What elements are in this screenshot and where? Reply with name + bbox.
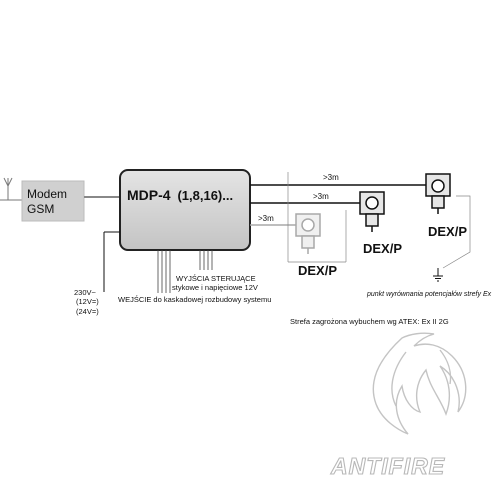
controller-label: MDP-4 (1,8,16)... (127, 187, 233, 203)
zone-label: Strefa zagrożona wybuchem wg ATEX: Ex II… (290, 317, 449, 326)
antenna-icon (3, 177, 13, 200)
output-wires (157, 250, 213, 293)
controller-name: MDP-4 (127, 187, 171, 203)
power-ac: 230V~ (74, 288, 97, 297)
detector-right-label: DEX/P (428, 224, 467, 239)
inputs-label: WEJŚCIE do kaskadowej rozbudowy systemu (118, 295, 271, 304)
power-24v: (24V=) (76, 307, 99, 316)
modem-gsm-box (21, 180, 85, 222)
detector-left-faded (295, 213, 321, 254)
distance-top: >3m (323, 173, 339, 182)
distance-middle: >3m (313, 192, 329, 201)
detector-middle (359, 191, 385, 232)
distance-lower: >3m (258, 214, 274, 223)
modem-label-line1: Modem (27, 187, 67, 201)
outputs-label-line1: WYJŚCIA STERUJĄCE (176, 274, 256, 283)
modem-label-line2: GSM (27, 202, 54, 216)
watermark-brand: ANTIFIRE (330, 453, 445, 479)
mdp4-controller-box (119, 169, 251, 251)
ground-icon (433, 268, 443, 282)
grounding-label: punkt wyrównania potencjałów strefy Ex (366, 291, 492, 298)
detector-left-label: DEX/P (298, 263, 337, 278)
power-12v: (12V=) (76, 297, 99, 306)
flame-logo-icon (372, 332, 467, 435)
outputs-label-line2: stykowe i napięciowe 12V (172, 283, 258, 292)
detector-middle-label: DEX/P (363, 241, 402, 256)
detector-right (425, 173, 451, 214)
hazard-zone-boundary (287, 172, 471, 269)
controller-variants: (1,8,16)... (177, 188, 233, 203)
